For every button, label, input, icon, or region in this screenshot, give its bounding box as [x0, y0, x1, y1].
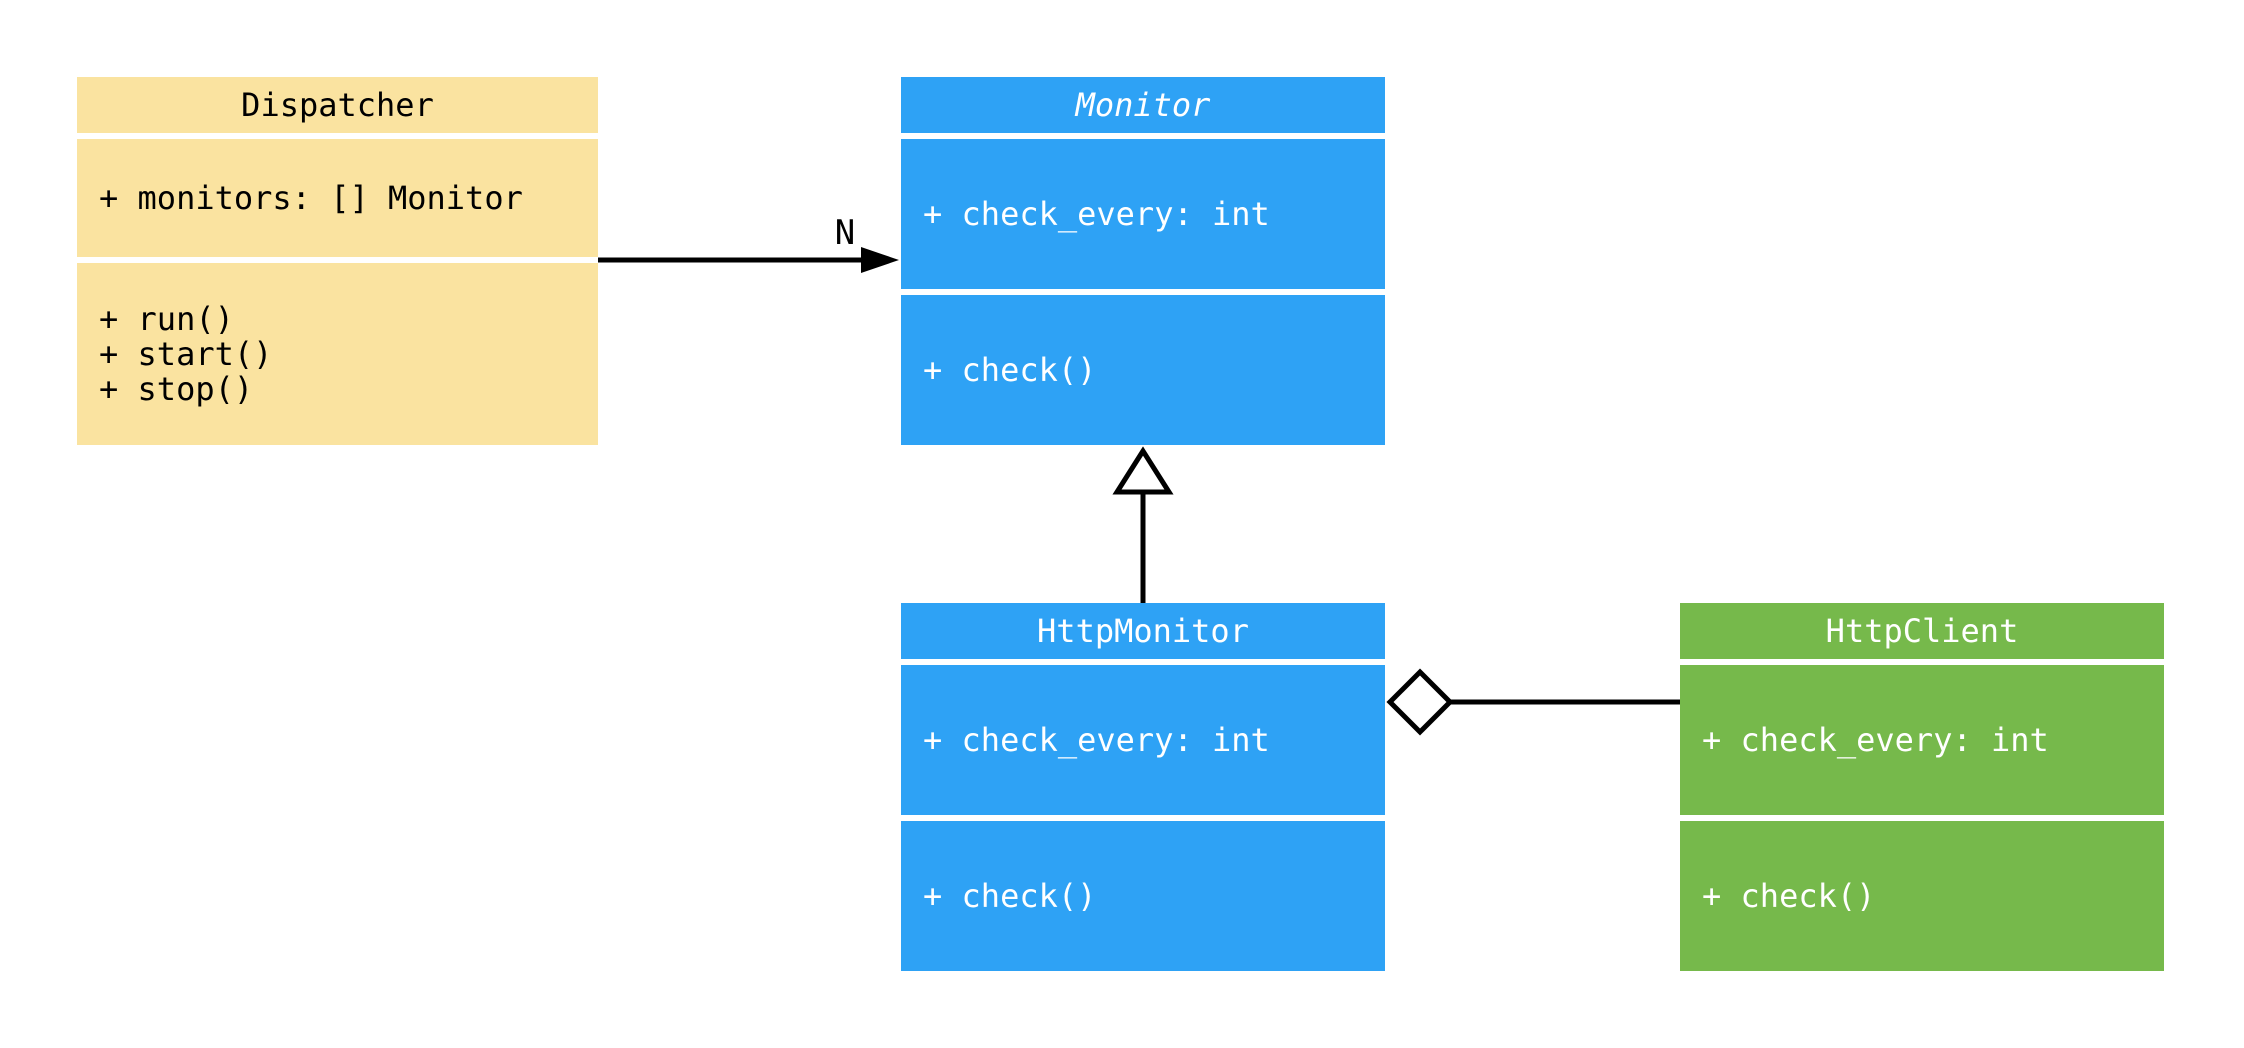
hollow-triangle-arrowhead — [1112, 446, 1174, 495]
multiplicity-label: N — [835, 213, 855, 253]
generalization-httpmonitor-to-monitor — [1112, 446, 1174, 603]
class-attributes-monitor: + check_every: int — [901, 139, 1385, 289]
method-start: + start() — [99, 334, 273, 373]
attribute-check-every: + check_every: int — [1702, 720, 2049, 759]
class-methods-httpmonitor: + check() — [901, 821, 1385, 971]
method-stop: + stop() — [99, 369, 254, 408]
class-attributes-httpmonitor: + check_every: int — [901, 665, 1385, 815]
class-methods-dispatcher: + run() + start() + stop() — [77, 263, 598, 445]
method-run: + run() — [99, 299, 234, 338]
class-httpmonitor: HttpMonitor + check_every: int + check() — [901, 603, 1385, 971]
attribute-check-every: + check_every: int — [923, 194, 1270, 233]
aggregation-httpmonitor-to-httpclient — [1386, 668, 1680, 736]
method-check: + check() — [1702, 876, 1876, 915]
class-methods-httpclient: + check() — [1680, 821, 2164, 971]
class-monitor: Monitor + check_every: int + check() — [901, 77, 1385, 445]
class-title-httpmonitor: HttpMonitor — [901, 603, 1385, 659]
class-attributes-dispatcher: + monitors: [] Monitor — [77, 139, 598, 257]
class-methods-monitor: + check() — [901, 295, 1385, 445]
attribute-check-every: + check_every: int — [923, 720, 1270, 759]
class-attributes-httpclient: + check_every: int — [1680, 665, 2164, 815]
method-check: + check() — [923, 350, 1097, 389]
class-httpclient: HttpClient + check_every: int + check() — [1680, 603, 2164, 971]
hollow-diamond — [1386, 668, 1454, 736]
association-dispatcher-to-monitor: N — [598, 213, 899, 273]
filled-arrowhead — [861, 247, 899, 273]
class-title-httpclient: HttpClient — [1680, 603, 2164, 659]
attribute-monitors: + monitors: [] Monitor — [99, 178, 523, 217]
class-title-dispatcher: Dispatcher — [77, 77, 598, 133]
method-check: + check() — [923, 876, 1097, 915]
class-dispatcher: Dispatcher + monitors: [] Monitor + run(… — [77, 77, 598, 445]
class-title-monitor: Monitor — [901, 77, 1385, 133]
